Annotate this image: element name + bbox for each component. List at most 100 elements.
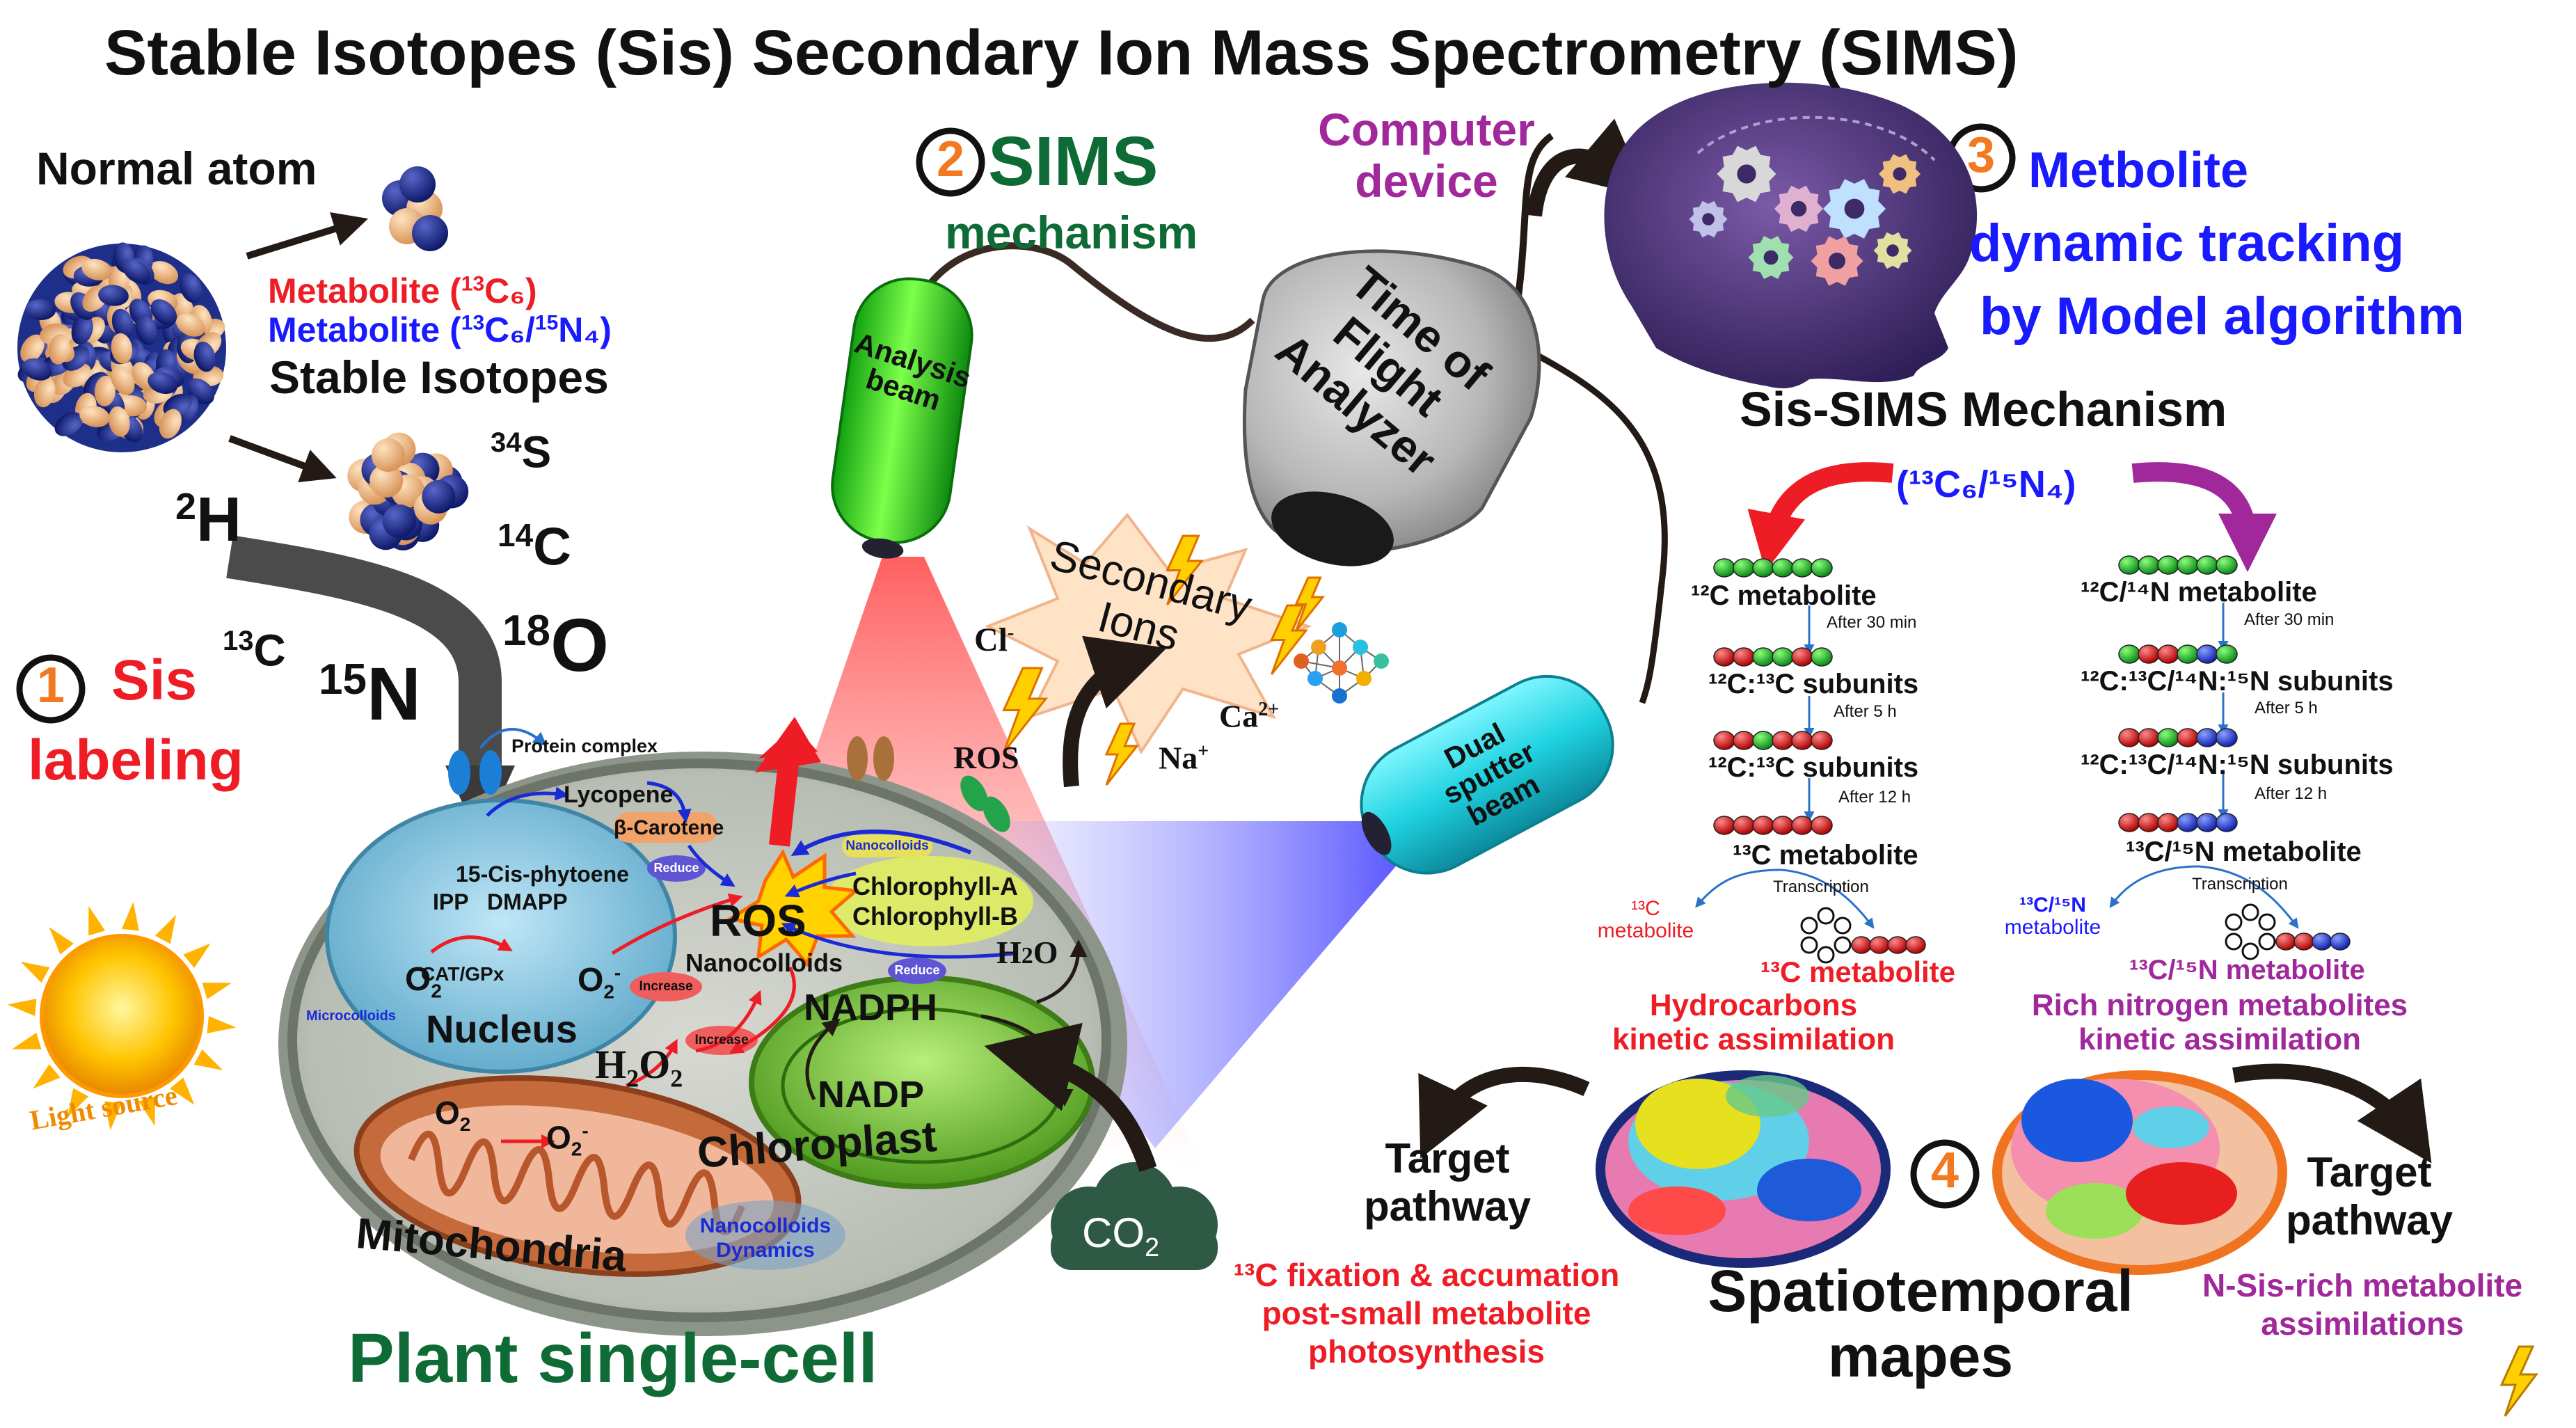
increase-label-2: Increase	[694, 1033, 749, 1047]
step-3-number: 3	[1966, 127, 1996, 183]
left-after-5: After 5 h	[1834, 702, 1897, 721]
dmapp-label: DMAPP	[487, 889, 568, 914]
plant-cell-icon	[278, 717, 1127, 1336]
corner-lightning-icon	[2499, 1345, 2538, 1417]
dual-sputter-cylinder-icon	[1360, 674, 1614, 875]
right-c12-metabolite: ¹²C/¹⁴N metabolite	[2081, 577, 2317, 608]
chlorophyll-b-label: Chlorophyll-B	[852, 902, 1018, 930]
mechanism-formula: (¹³C₆/¹⁵N₄)	[1896, 463, 2076, 505]
normal-atom-label: Normal atom	[36, 143, 317, 194]
co2-label: CO2	[1082, 1209, 1160, 1262]
isotope-18o: 18O	[502, 603, 609, 687]
molecular-network-icon	[1294, 622, 1389, 704]
metabolite-13c6-label: Metabolite (13C₆)	[268, 271, 537, 310]
h2o2-label: H2O2	[595, 1042, 683, 1093]
step-1-title-b: labeling	[28, 729, 244, 792]
tof-analyzer-icon	[1242, 249, 1541, 566]
co2-arrow	[984, 1022, 1157, 1173]
cat-gpx-label: CAT/GPx	[421, 963, 504, 985]
arrow-to-small-atom	[246, 212, 369, 260]
o2-label: O2	[405, 961, 442, 1002]
mito-o2-label: O2	[435, 1095, 471, 1136]
ros-ion-label: ROS	[953, 740, 1019, 775]
cable-analysis-to-tof	[901, 242, 1255, 349]
nadp-label: NADP	[818, 1074, 925, 1116]
mito-o2-minus-label: O2-	[546, 1119, 589, 1160]
beta-carotene-label: β-Carotene	[614, 816, 724, 839]
lightning-icons	[1002, 534, 1326, 786]
left-c12-metabolite: ¹²C metabolite	[1691, 580, 1877, 611]
step-3-title-a: Metbolite	[2028, 143, 2248, 198]
left-after-30: After 30 min	[1827, 613, 1917, 632]
nadph-label: NADPH	[804, 987, 938, 1029]
labeling-arrow	[226, 535, 502, 772]
microcolloids-label: Microcolloids	[306, 1008, 396, 1024]
isotope-34s: 34S	[491, 427, 552, 477]
isotope-15n: 15N	[319, 651, 421, 736]
arrow-to-medium-atom	[228, 435, 337, 483]
nanocolloids-small-label: Nanocolloids	[845, 839, 929, 853]
step-1-number: 1	[36, 658, 65, 713]
cable-tof-to-computer	[1513, 132, 1554, 307]
protein-complex-label: Protein complex	[511, 736, 658, 756]
nucleus-label: Nucleus	[426, 1007, 578, 1051]
o2-minus-label: O2-	[578, 962, 621, 1003]
analysis-beam-cylinder-icon	[831, 277, 973, 559]
right-after-12: After 12 h	[2255, 784, 2328, 803]
arrow-to-brain	[1527, 118, 1648, 217]
left-transcription: Transcription	[1773, 878, 1869, 896]
right-transcription: Transcription	[2192, 875, 2288, 894]
nitrogen-map-icon	[1992, 1070, 2287, 1275]
left-subunits-2: ¹²C:¹³C subunits	[1708, 752, 1919, 783]
increase-label-1: Increase	[639, 979, 693, 994]
left-subunits-1: ¹²C:¹³C subunits	[1708, 669, 1919, 699]
chlorophyll-a-label: Chlorophyll-A	[852, 872, 1018, 901]
brain-head-icon	[1604, 82, 1978, 388]
cable-tof-to-sputter	[1522, 345, 1668, 704]
right-after-30: After 30 min	[2244, 610, 2335, 629]
step-1-title-a: Sis	[111, 649, 198, 712]
page-title: Stable Isotopes (Sis) Secondary Ion Mass…	[104, 17, 2019, 88]
phytoene-label: 15-Cis-phytoene	[456, 862, 629, 887]
h2o-label: H2O	[996, 935, 1058, 970]
metabolite-13c6-15n4-label: Metabolite (13C₆/15N₄)	[268, 310, 612, 349]
na-ion-label: Na+	[1159, 740, 1209, 776]
isotope-2h: 2H	[175, 485, 242, 555]
left-after-12: After 12 h	[1838, 788, 1911, 807]
right-c13-metabolite: ¹³C/¹⁵N metabolite	[2126, 836, 2362, 867]
co2-cloud-icon	[1051, 1162, 1218, 1270]
step-2-circle	[916, 127, 985, 197]
step-1-circle	[16, 654, 86, 724]
ipp-label: IPP	[433, 889, 469, 914]
left-final-metabolite: ¹³C metabolite	[1760, 955, 1956, 988]
lycopene-label: Lycopene	[564, 782, 674, 808]
sun-icon	[7, 901, 237, 1131]
stable-isotopes-label: Stable Isotopes	[269, 351, 609, 403]
hydrocarbon-map-icon	[1596, 1070, 1891, 1268]
right-final-metabolite: ¹³C/¹⁵N metabolite	[2129, 955, 2365, 985]
ca-ion-label: Ca2+	[1219, 698, 1280, 734]
nanocolloids-cell-label: Nanocolloids	[685, 949, 843, 977]
gears-icon	[1689, 116, 1936, 286]
nanocolloids-dynamics-label: Nanocolloids Dynamics	[699, 1214, 832, 1262]
ions-curved-arrow	[1063, 635, 1167, 788]
step-4-number: 4	[1930, 1143, 1959, 1198]
step-4-circle	[1910, 1139, 1980, 1209]
target-arrow-right	[2232, 1063, 2432, 1164]
computer-device-label: Computer device	[1318, 104, 1535, 207]
ros-cell-label: ROS	[710, 896, 806, 946]
step-3-title-c: by Model algorithm	[1980, 287, 2465, 346]
step-2-title-a: SIMS	[988, 122, 1159, 200]
right-after-5: After 5 h	[2255, 699, 2318, 717]
reduce-label-1: Reduce	[653, 861, 699, 875]
cl-ion-label: Cl-	[974, 621, 1015, 658]
